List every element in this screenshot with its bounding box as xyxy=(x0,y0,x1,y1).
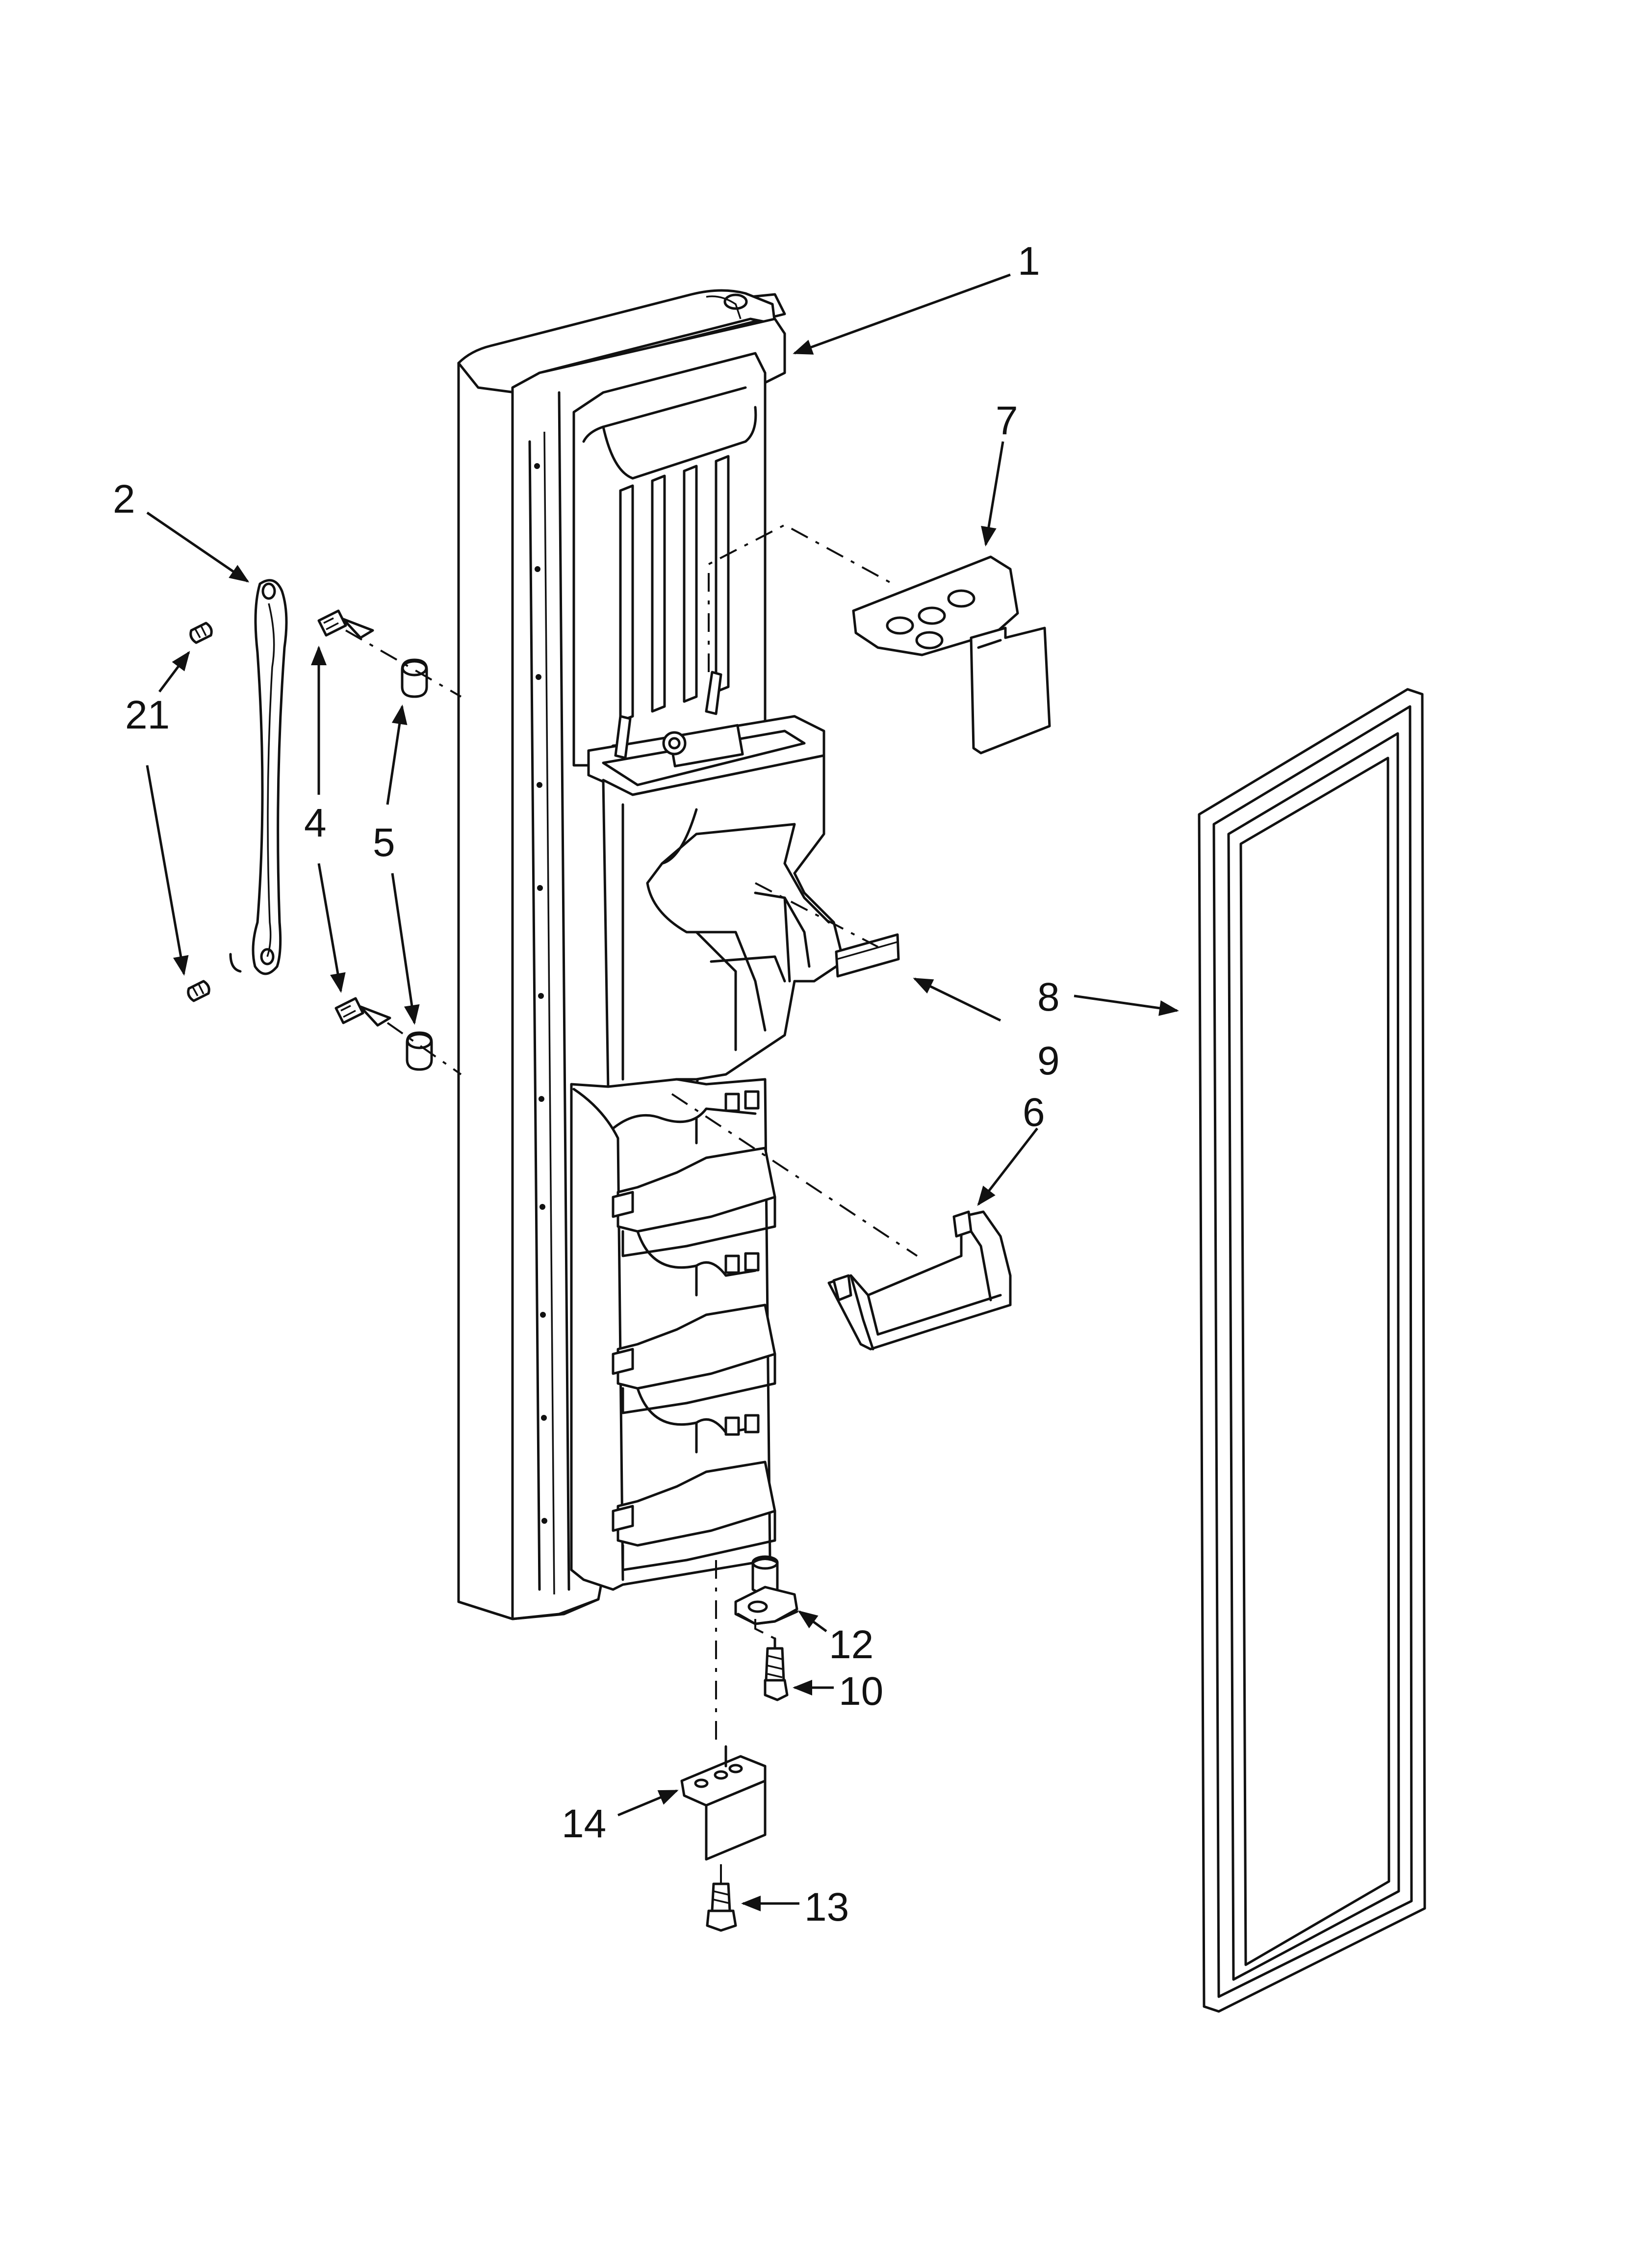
handle-spacer-upper xyxy=(401,658,428,698)
set-screw-lower xyxy=(187,980,210,1002)
handle-spacer-lower xyxy=(406,1031,433,1071)
callout-12: 12 xyxy=(829,1622,873,1667)
freezer-door xyxy=(457,289,845,1620)
callout-9: 9 xyxy=(1037,1039,1060,1083)
door-screw-holes xyxy=(534,463,547,1524)
handle-screw-lower xyxy=(334,997,391,1027)
door-shelf-bin xyxy=(827,1210,1012,1351)
hinge-screw-upper xyxy=(764,1637,789,1701)
leader-arrows xyxy=(146,273,1179,1911)
handle-screw-upper xyxy=(317,609,374,639)
callout-labels: 1 2 7 21 4 5 8 9 6 12 10 14 13 xyxy=(113,239,1060,1929)
dispenser-cover-plate xyxy=(852,555,1051,755)
callout-21: 21 xyxy=(125,693,170,737)
door-handle xyxy=(229,579,288,975)
callout-7: 7 xyxy=(996,398,1018,443)
callout-10: 10 xyxy=(839,1669,883,1714)
door-gasket xyxy=(1198,688,1426,2013)
callout-6: 6 xyxy=(1023,1090,1045,1135)
lower-hinge xyxy=(680,1745,767,1861)
set-screw-upper xyxy=(189,622,213,644)
callout-4: 4 xyxy=(304,801,327,845)
callout-5: 5 xyxy=(373,820,395,865)
shelf-clips xyxy=(724,1090,760,1436)
hinge-screw-lower xyxy=(706,1882,737,1932)
callout-2: 2 xyxy=(113,477,135,521)
callout-13: 13 xyxy=(804,1885,849,1929)
callout-14: 14 xyxy=(562,1801,606,1846)
callout-1: 1 xyxy=(1018,239,1040,284)
dispenser-pad xyxy=(835,933,900,978)
hinge-pin-bracket xyxy=(734,1555,798,1625)
callout-8: 8 xyxy=(1037,975,1060,1019)
